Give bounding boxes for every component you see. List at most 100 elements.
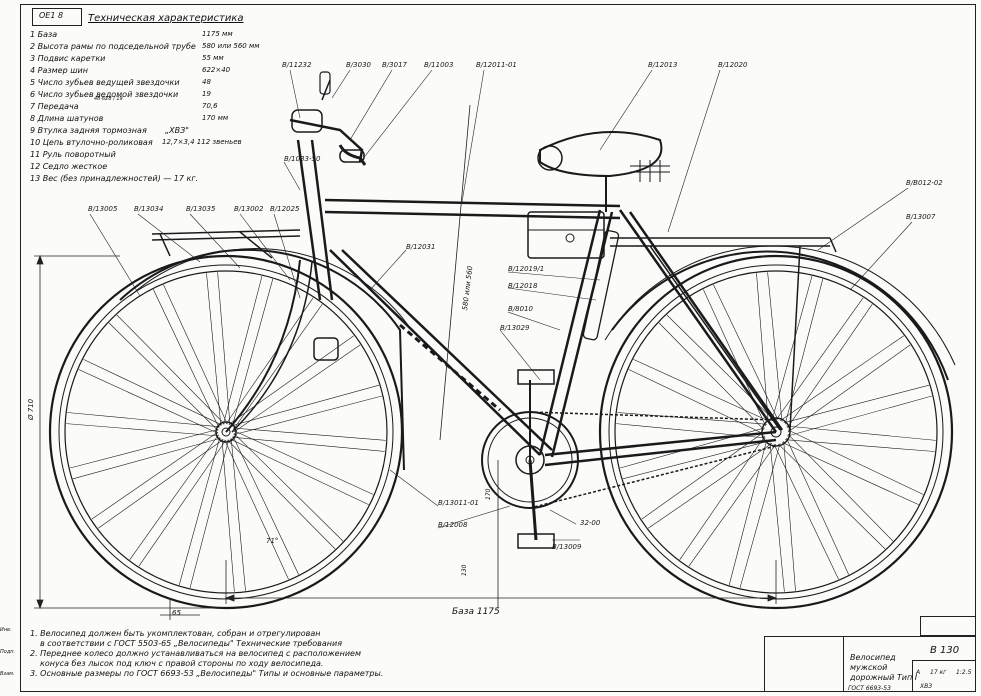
spoke <box>787 344 911 433</box>
spoke <box>781 442 919 505</box>
front-fender <box>119 248 405 471</box>
spoke <box>67 412 220 428</box>
pump <box>582 230 620 341</box>
spoke <box>786 425 936 441</box>
spoke <box>767 272 783 422</box>
frame-dimension <box>439 104 471 441</box>
spoke <box>233 344 361 433</box>
callout-label: B/12013 <box>648 61 678 69</box>
angle-label: 71° <box>266 537 279 545</box>
handlebar <box>289 118 364 163</box>
gear-fraction: 48·628 / 19 <box>94 96 123 102</box>
callout-label: B/3017 <box>382 61 407 69</box>
spec-value: 19 <box>202 90 211 98</box>
pedal <box>517 533 555 549</box>
spec-label: 6 Число зубьев ведомой звездочки <box>30 90 179 99</box>
spoke <box>72 437 221 480</box>
spoke <box>231 278 274 427</box>
note-line: 1. Велосипед должен быть укомплектован, … <box>30 629 321 638</box>
spoke <box>231 384 380 427</box>
spec-label: 11 Руль поворотный <box>30 150 116 159</box>
spoke <box>229 438 369 505</box>
rear-fender <box>611 250 949 381</box>
spoke <box>779 335 904 421</box>
callout-leaders <box>89 69 913 541</box>
spec-label: 9 Втулка задняя тормозная <box>30 126 147 135</box>
note-line: конуса без лысок под ключ с правой сторо… <box>40 659 324 668</box>
spoke <box>153 289 220 429</box>
callout-label: B/13005 <box>88 205 118 213</box>
callout-label: B/1033-50 <box>284 155 321 163</box>
drawing-letter: А <box>916 669 921 676</box>
spec-label: 12 Седло жесткое <box>30 162 108 171</box>
spoke <box>688 443 777 567</box>
spoke <box>233 395 382 436</box>
spoke <box>783 441 796 591</box>
spoke <box>221 438 235 592</box>
headlamp <box>291 109 323 133</box>
title-block-signatures <box>764 636 844 692</box>
spec-label: 13 Вес (без принадлежностей) — 17 кг. <box>30 174 199 183</box>
spec-value: 622×40 <box>202 66 231 74</box>
margin-mark: Взам. <box>0 671 15 677</box>
crank-label: 170 <box>485 488 492 500</box>
spoke <box>233 433 344 542</box>
spec-value: 48 <box>202 78 211 86</box>
spec-value: „ХВЗ" <box>165 126 189 135</box>
rear-rack <box>610 237 837 431</box>
callout-label: B/12019/1 <box>508 265 545 273</box>
spec-value: 580 или 560 мм <box>202 42 260 50</box>
drawing-standard: ГОСТ 6693-53 <box>848 685 891 692</box>
spec-value: 55 мм <box>202 54 224 62</box>
callout-label: B/8010 <box>508 305 533 313</box>
drawing-name: Велосипед <box>850 653 896 662</box>
spec-label: 5 Число зубьев ведущей звездочки <box>30 78 180 87</box>
drawing-scale: 1:2.5 <box>956 669 972 676</box>
callout-label: B/B012-02 <box>906 179 943 187</box>
callout-label: B/12018 <box>508 282 538 290</box>
archive-stamp: OE1 8 <box>32 8 82 26</box>
callout-label: B/13034 <box>134 205 164 213</box>
spec-value: 70,6 <box>202 102 218 110</box>
spoke <box>138 439 227 567</box>
drawing-name: дорожный Тип I <box>850 673 918 682</box>
spoke <box>787 304 873 429</box>
spoke <box>233 430 374 495</box>
spec-label: 4 Размер шин <box>30 66 88 75</box>
ground-label: 130 <box>461 564 468 576</box>
spoke <box>225 297 314 425</box>
callout-label: B/13029 <box>500 324 530 332</box>
spoke <box>217 272 231 426</box>
callout-label: B/13007 <box>906 213 936 221</box>
spoke <box>83 359 223 426</box>
spoke <box>129 434 219 560</box>
spec-label: 8 Длина шатунов <box>30 114 104 123</box>
spoke <box>230 438 246 591</box>
spoke <box>728 439 768 586</box>
spec-label: 10 Цепь втулочно-роликовая <box>30 138 153 147</box>
callout-label: B/13002 <box>234 205 264 213</box>
spoke <box>108 322 219 431</box>
spoke <box>771 276 813 421</box>
spoke <box>787 429 924 495</box>
spec-label: 3 Подвис каретки <box>30 54 106 63</box>
title-block-props <box>912 660 976 692</box>
spoke <box>769 442 785 592</box>
note-line: 3. Основные размеры по ГОСТ 6693-53 „Вел… <box>30 669 384 678</box>
spoke <box>189 439 230 588</box>
spoke <box>66 423 220 437</box>
spec-label: 7 Передача <box>30 102 79 111</box>
wheelbase-label: База 1175 <box>452 607 500 617</box>
callout-label: B/13035 <box>186 205 216 213</box>
spoke <box>679 435 765 560</box>
callout-label: B/11003 <box>424 61 454 69</box>
spoke <box>622 440 769 480</box>
revision-box <box>920 616 976 636</box>
spoke <box>233 304 323 430</box>
note-line: 2. Переднее колесо должно устанавливатьс… <box>30 649 361 658</box>
callout-label: 32-00 <box>580 519 601 527</box>
spoke <box>232 435 299 575</box>
spoke <box>206 273 222 426</box>
note-line: в соответствии с ГОСТ 5503-65 „Велосипед… <box>40 639 343 648</box>
drawing-code: В 130 <box>930 645 960 656</box>
